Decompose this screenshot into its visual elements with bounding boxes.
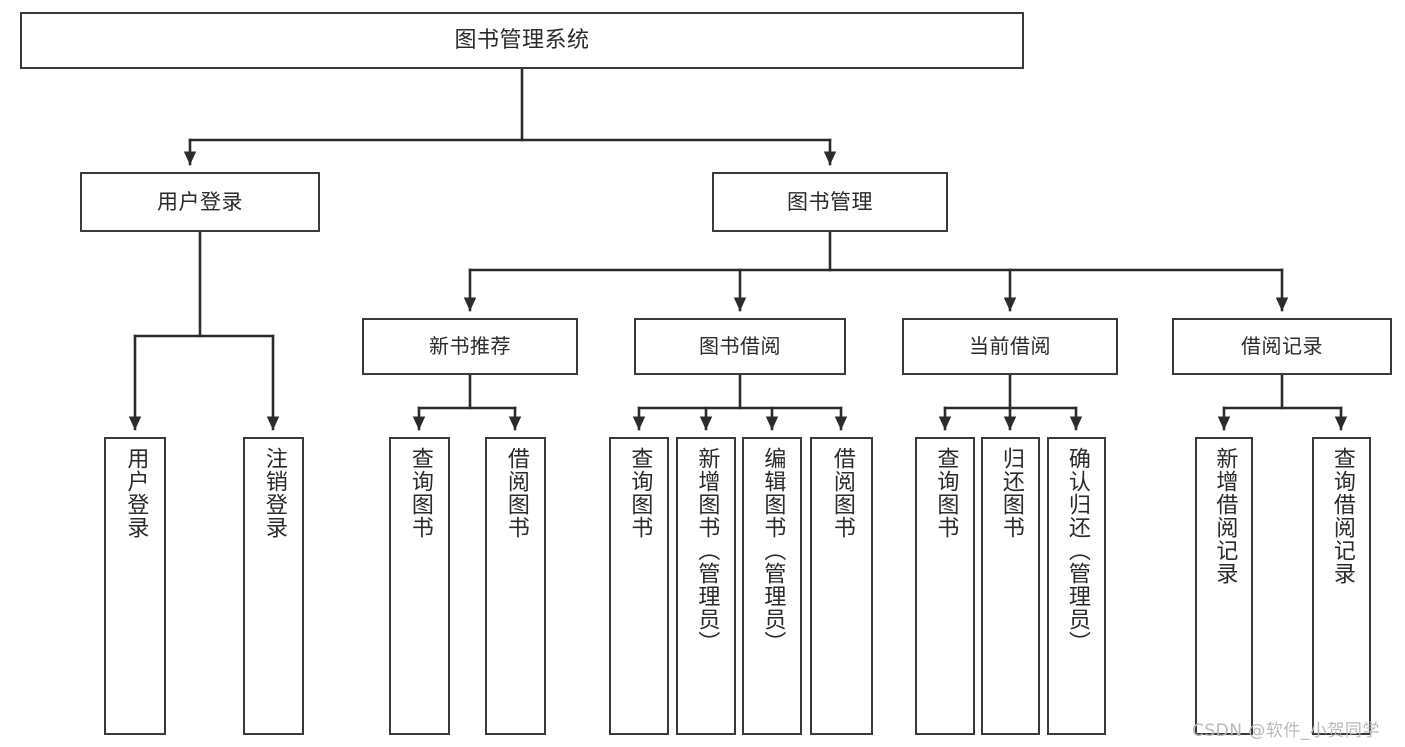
node-borrow-record[interactable]: 借阅记录 [1172, 318, 1392, 375]
node-new-book-recommend[interactable]: 新书推荐 [362, 318, 578, 375]
leaf-edit-book-admin[interactable]: 编辑图书（管理员） [742, 437, 802, 735]
leaf-query-borrow-record[interactable]: 查询借阅记录 [1312, 437, 1371, 735]
leaf-label: 查询图书 [407, 447, 433, 539]
node-label: 图书管理系统 [454, 27, 590, 53]
leaf-return-book[interactable]: 归还图书 [981, 437, 1040, 735]
leaf-label: 借阅图书 [503, 447, 529, 539]
leaf-label: 借阅图书 [829, 447, 855, 539]
node-label: 当前借阅 [969, 334, 1051, 358]
node-label: 图书管理 [787, 189, 873, 214]
leaf-add-book-admin[interactable]: 新增图书（管理员） [676, 437, 736, 735]
node-root-book-management-system[interactable]: 图书管理系统 [20, 12, 1024, 69]
leaf-user-login[interactable]: 用户登录 [104, 437, 166, 735]
leaf-confirm-return-admin[interactable]: 确认归还（管理员） [1047, 437, 1106, 735]
leaf-add-borrow-record[interactable]: 新增借阅记录 [1195, 437, 1253, 735]
node-label: 图书借阅 [699, 334, 781, 358]
leaf-label: 查询图书 [933, 447, 959, 539]
leaf-borrow-book-recommend[interactable]: 借阅图书 [485, 437, 546, 735]
node-book-borrow[interactable]: 图书借阅 [634, 318, 846, 375]
node-label: 新书推荐 [429, 334, 511, 358]
leaf-query-book-current[interactable]: 查询图书 [915, 437, 975, 735]
leaf-label: 查询借阅记录 [1329, 447, 1355, 585]
leaf-query-book-borrow[interactable]: 查询图书 [609, 437, 669, 735]
node-user-login[interactable]: 用户登录 [80, 172, 320, 232]
leaf-label: 查询图书 [627, 447, 653, 539]
leaf-label: 新增图书（管理员） [694, 447, 720, 654]
node-label: 用户登录 [157, 189, 243, 214]
node-label: 借阅记录 [1241, 334, 1323, 358]
leaf-query-book-recommend[interactable]: 查询图书 [389, 437, 450, 735]
leaf-label: 编辑图书（管理员） [760, 447, 786, 654]
leaf-label: 注销登录 [261, 447, 287, 539]
leaf-borrow-book[interactable]: 借阅图书 [810, 437, 873, 735]
leaf-label: 用户登录 [123, 447, 149, 539]
csdn-watermark: CSDN @软件_小贺同学 [1192, 721, 1380, 741]
leaf-logout-login[interactable]: 注销登录 [243, 437, 304, 735]
leaf-label: 新增借阅记录 [1212, 447, 1238, 585]
leaf-label: 归还图书 [998, 447, 1024, 539]
node-book-management[interactable]: 图书管理 [712, 172, 948, 232]
node-current-borrow[interactable]: 当前借阅 [902, 318, 1118, 375]
leaf-label: 确认归还（管理员） [1064, 447, 1090, 654]
